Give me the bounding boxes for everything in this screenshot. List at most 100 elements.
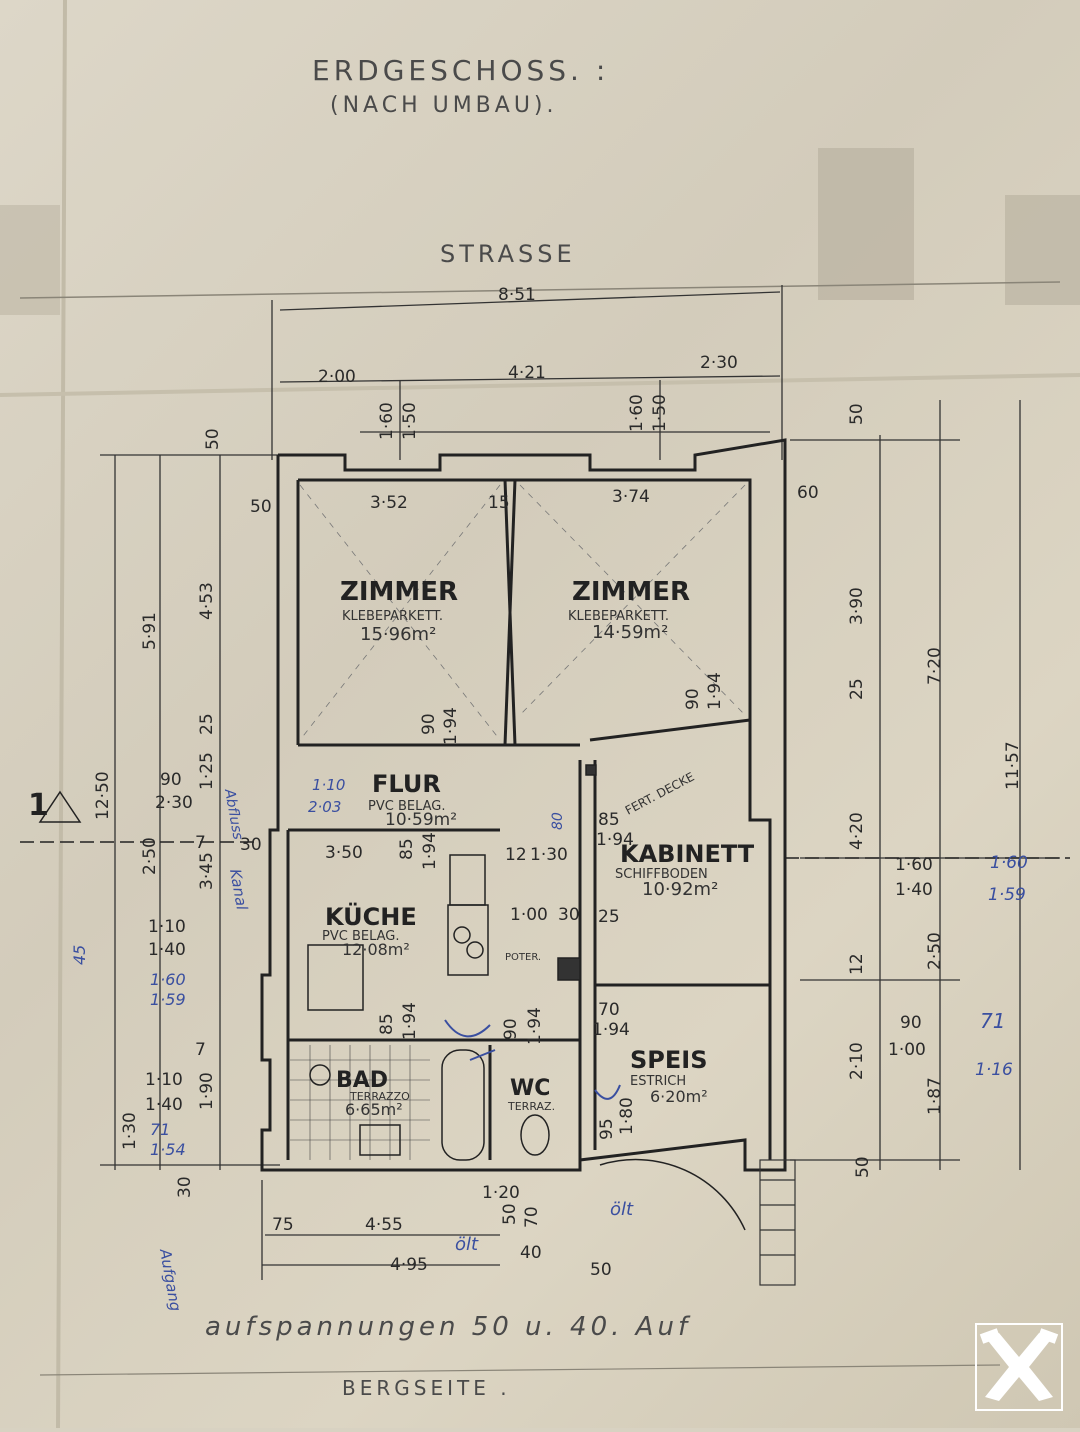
svg-text:90: 90 [900, 1013, 922, 1033]
hob-icon [453, 926, 471, 944]
room-zimmer-2: ZIMMER KLEBEPARKETT. 14·59m² [568, 577, 690, 643]
svg-text:71: 71 [150, 1120, 170, 1139]
svg-text:11·57: 11·57 [1003, 741, 1023, 790]
svg-text:KÜCHE: KÜCHE [325, 901, 417, 931]
svg-text:4·53: 4·53 [197, 582, 217, 620]
svg-text:5·91: 5·91 [140, 612, 160, 650]
svg-text:6·20m²: 6·20m² [650, 1087, 708, 1106]
svg-text:50: 50 [853, 1156, 873, 1178]
svg-text:15: 15 [488, 493, 510, 513]
svg-text:3·45: 3·45 [197, 852, 217, 890]
svg-text:1·54: 1·54 [150, 1140, 186, 1159]
washbasin-icon [309, 1064, 331, 1086]
svg-text:1·94: 1·94 [441, 707, 461, 745]
svg-text:1·94: 1·94 [400, 1002, 420, 1040]
tape-mark [818, 148, 914, 300]
room-kabinett: KABINETT SCHIFFBODEN 10·92m² [615, 840, 755, 900]
svg-text:1·87: 1·87 [925, 1077, 945, 1115]
svg-text:2·03: 2·03 [308, 798, 341, 816]
svg-text:85: 85 [598, 810, 620, 830]
svg-text:1·94: 1·94 [420, 832, 440, 870]
svg-text:1·40: 1·40 [895, 880, 933, 900]
plan-title: ERDGESCHOSS. : [312, 54, 609, 87]
svg-text:12: 12 [505, 845, 527, 865]
svg-text:2·10: 2·10 [847, 1042, 867, 1080]
svg-text:1·60: 1·60 [627, 394, 647, 432]
svg-text:25: 25 [847, 678, 867, 700]
svg-text:12·50: 12·50 [93, 771, 113, 820]
svg-text:1·50: 1·50 [400, 402, 420, 440]
dims-top: 8·51 2·00 4·21 2·30 1·60 1·50 1·60 1·50 … [250, 285, 819, 745]
raiffeisen-gable-cross-icon [975, 1323, 1063, 1411]
tape-mark [1005, 195, 1080, 305]
svg-text:2·30: 2·30 [155, 793, 193, 813]
svg-text:75: 75 [272, 1215, 294, 1235]
svg-text:30: 30 [175, 1176, 195, 1198]
svg-text:BAD: BAD [336, 1068, 388, 1093]
svg-text:SCHIFFBODEN: SCHIFFBODEN [615, 867, 708, 882]
svg-text:ZIMMER: ZIMMER [572, 577, 690, 607]
bathtub-icon [441, 1049, 485, 1161]
svg-text:40: 40 [520, 1243, 542, 1263]
svg-text:80: 80 [550, 812, 566, 830]
svg-text:KLEBEPARKETT.: KLEBEPARKETT. [342, 609, 443, 624]
kitchen-table-icon [307, 944, 364, 1011]
svg-text:1·10: 1·10 [148, 917, 186, 937]
dims-bottom: 75 4·55 4·95 50 70 40 1·20 50 [272, 1183, 612, 1280]
stove-icon [449, 854, 486, 906]
svg-text:10·92m²: 10·92m² [642, 879, 718, 900]
fixtures [307, 764, 746, 1231]
svg-text:FLUR: FLUR [372, 770, 441, 798]
svg-text:KABINETT: KABINETT [620, 840, 755, 868]
svg-text:1·60: 1·60 [377, 402, 397, 440]
room-kueche: KÜCHE PVC BELAG. 12·08m² [322, 901, 417, 959]
svg-text:85: 85 [377, 1013, 397, 1035]
svg-text:71: 71 [980, 1009, 1005, 1033]
svg-text:2·50: 2·50 [925, 932, 945, 970]
svg-text:1·30: 1·30 [120, 1112, 140, 1150]
bergseite-label: BERGSEITE . [342, 1376, 511, 1400]
svg-text:1·80: 1·80 [617, 1097, 637, 1135]
svg-text:2·50: 2·50 [140, 837, 160, 875]
svg-text:1·59: 1·59 [150, 990, 186, 1009]
svg-text:1·00: 1·00 [510, 905, 548, 925]
tape-mark [0, 205, 60, 315]
svg-text:15·96m²: 15·96m² [360, 624, 436, 645]
outer-walls [260, 438, 787, 1172]
street-line [19, 281, 1061, 299]
svg-text:1·40: 1·40 [148, 940, 186, 960]
handwritten-note: aufspannungen 50 u. 40. Auf [205, 1312, 691, 1342]
svg-text:1·30: 1·30 [530, 845, 568, 865]
paper-fold [0, 373, 1080, 397]
svg-text:1·94: 1·94 [525, 1007, 545, 1045]
svg-text:6·65m²: 6·65m² [345, 1100, 403, 1119]
svg-text:3·52: 3·52 [370, 493, 408, 513]
svg-text:1·40: 1·40 [145, 1095, 183, 1115]
paper-fold [56, 0, 67, 1429]
svg-text:1·94: 1·94 [705, 672, 725, 710]
svg-text:SPEIS: SPEIS [630, 1046, 707, 1074]
svg-text:1·50: 1·50 [650, 394, 670, 432]
dims-left: 50 50 4·53 5·91 25 12·50 90 2·30 1·25 2·… [93, 428, 262, 1198]
svg-text:1·59: 1·59 [988, 885, 1026, 905]
svg-text:KLEBEPARKETT.: KLEBEPARKETT. [568, 609, 669, 624]
svg-text:60: 60 [797, 483, 819, 503]
svg-text:Aufgang: Aufgang [156, 1247, 185, 1313]
svg-text:1·60: 1·60 [150, 970, 186, 989]
chimney-label: POTER. [505, 952, 541, 963]
construction-lines [299, 484, 746, 741]
svg-text:1·94: 1·94 [592, 1020, 630, 1040]
svg-text:90: 90 [501, 1018, 521, 1040]
room-wc: WC TERRAZ. [507, 1076, 555, 1113]
svg-text:Abfluss: Abfluss [221, 787, 246, 841]
svg-text:1·60: 1·60 [990, 853, 1028, 873]
svg-text:WC: WC [510, 1076, 550, 1101]
svg-text:3·90: 3·90 [847, 587, 867, 625]
svg-text:4·95: 4·95 [390, 1255, 428, 1275]
svg-text:4·21: 4·21 [508, 363, 546, 383]
shaft-icon [585, 764, 597, 776]
svg-text:30: 30 [240, 835, 262, 855]
cooker-icon [447, 904, 489, 976]
